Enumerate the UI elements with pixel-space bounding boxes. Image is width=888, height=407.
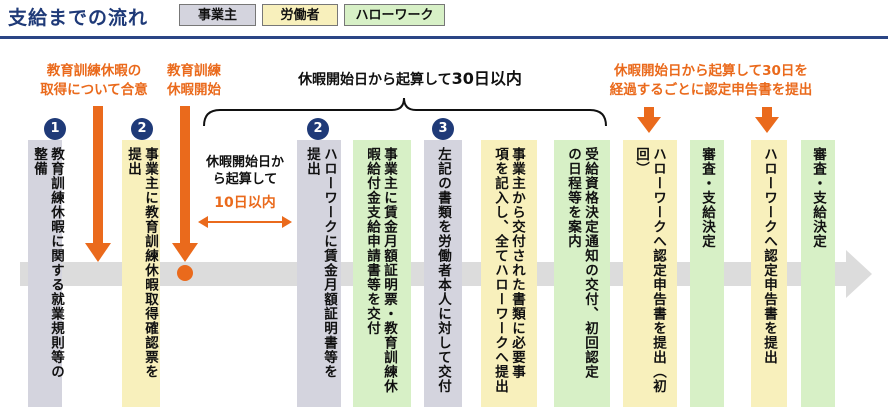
column-worker-4: [751, 140, 787, 407]
legend-employer: 事業主: [179, 4, 256, 26]
column-text-10: ハローワークへ認定申告書を提出: [761, 147, 777, 365]
ten-day-label: 10日以内: [214, 195, 276, 211]
column-text-5: 左記の書類を労働者本人に対して交付: [435, 147, 451, 394]
column-text-4: 事業主に賃金月額証明票・教育訓練休 暇給付金支給申請書等を交付: [364, 147, 397, 394]
thirty-day-label: 休暇開始日から起算して30日以内: [270, 65, 550, 89]
step-badge-2a: 2: [131, 118, 153, 140]
column-hellowork-4: [801, 140, 835, 407]
column-employer-1: [28, 140, 62, 407]
column-employer-3: [424, 140, 462, 407]
column-worker-1: [122, 140, 160, 407]
legend-worker: 労働者: [262, 4, 338, 26]
column-text-9: 審査・支給決定: [699, 147, 715, 249]
agreement-down-arrow: [85, 106, 111, 262]
step-badge-2b: 2: [307, 118, 329, 140]
step-badge-1: 1: [44, 118, 66, 140]
column-text-11: 審査・支給決定: [810, 147, 826, 249]
header-divider: [0, 36, 888, 39]
column-text-3: ハローワークに賃金月額証明書等を 提出: [304, 147, 337, 379]
column-hellowork-1: [353, 140, 411, 407]
thirty-day-label-prefix: 休暇開始日から起算して: [298, 72, 452, 88]
step-badge-3: 3: [432, 118, 454, 140]
note-periodic-report: 休暇開始日から起算して30日を 経過するごとに認定申告書を提出: [609, 63, 813, 98]
note-agreement: 教育訓練休暇の 取得について合意: [40, 63, 148, 98]
note-leave-start: 教育訓練 休暇開始: [167, 63, 221, 98]
report-down-arrow-1: [637, 107, 661, 133]
leave-start-marker: [172, 106, 198, 281]
thirty-day-label-days: 30日以内: [451, 69, 522, 88]
page-title: 支給までの流れ: [8, 7, 149, 29]
column-text-8: ハローワークへ認定申告書を提出（初 回）: [633, 147, 666, 394]
ten-day-double-arrow: [198, 216, 292, 228]
column-text-6: 事業主から交付された書類に必要事 項を記入し、全てハローワークへ提出: [492, 147, 525, 394]
thirty-day-brace: [203, 97, 607, 127]
column-text-7: 受給資格決定通知の交付、初回認定 の日程等を案内: [565, 147, 598, 379]
legend-hellowork: ハローワーク: [344, 4, 445, 26]
column-worker-2: [481, 140, 537, 407]
report-down-arrow-2: [755, 107, 779, 133]
column-worker-3: [623, 140, 677, 407]
column-hellowork-2: [554, 140, 610, 407]
column-text-1: 教育訓練休暇に関する就業規則等の 整備: [31, 147, 64, 379]
column-text-2: 事業主に教育訓練休暇取得確認票を 提出: [125, 147, 158, 379]
ten-day-note: 休暇開始日か ら起算して: [205, 155, 284, 187]
column-hellowork-3: [690, 140, 724, 407]
column-employer-2: [297, 140, 341, 407]
